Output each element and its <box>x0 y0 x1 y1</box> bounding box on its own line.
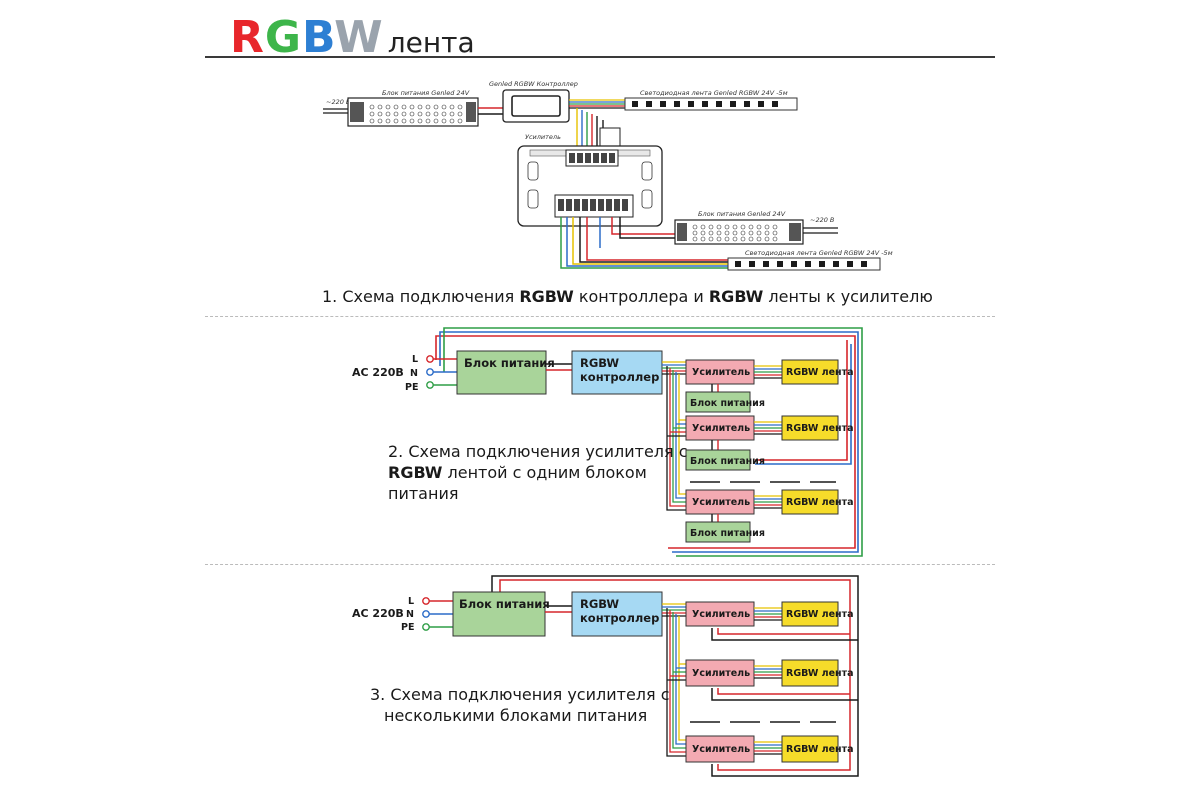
scheme3-l-label: L <box>408 596 414 607</box>
scheme1-psu-to-controller <box>478 107 503 115</box>
scheme3-signal-bus <box>662 603 686 757</box>
scheme2-psu-box <box>456 350 547 395</box>
scheme1-controller-to-strip <box>569 99 625 109</box>
title-letter-g: G <box>264 12 303 63</box>
scheme3-amp-label-1: Усилитель <box>692 609 750 620</box>
scheme2-terminals <box>426 355 434 389</box>
scheme3-strip-label-2: RGBW лента <box>786 668 854 679</box>
scheme2-row-3 <box>685 489 839 543</box>
scheme3-diagram: AC 220B L N PE Блок питания RGBW контрол… <box>352 575 859 777</box>
scheme3-controller-line2: контроллер <box>580 611 659 625</box>
scheme3-row-1 <box>685 601 839 627</box>
title-rgbw: RGBW <box>230 12 384 63</box>
scheme2-amp-label-3: Усилитель <box>692 497 750 508</box>
scheme2-n-label: N <box>410 368 418 379</box>
title-letter-r: R <box>230 12 265 63</box>
scheme1-amp-input-block <box>599 127 621 149</box>
scheme3-caption-line1: 3. Схема подключения усилителя с <box>370 685 670 704</box>
scheme3-n-label: N <box>406 609 414 620</box>
scheme3-controller-line1: RGBW <box>580 597 619 611</box>
scheme2-strip-label-1: RGBW лента <box>786 367 854 378</box>
scheme2-diagram: AC 220B L N PE Блок питания RGBW контрол… <box>352 327 863 557</box>
scheme1-controller-to-amp <box>576 108 604 150</box>
scheme1-amp-to-strip <box>560 217 728 269</box>
scheme1-mains-wires <box>323 108 348 114</box>
title-word: лента <box>387 26 475 59</box>
scheme2-terminal-wires <box>433 358 457 386</box>
scheme3-amp-label-3: Усилитель <box>692 744 750 755</box>
scheme3-caption-line2: несколькими блоками питания <box>384 706 648 725</box>
scheme2-row-2 <box>685 415 839 471</box>
scheme2-row-1 <box>685 359 839 413</box>
scheme1-strip <box>624 97 798 111</box>
page-title: RGBW лента <box>230 12 475 63</box>
scheme1-psu <box>347 97 479 127</box>
scheme3-mains-label: AC 220B <box>352 607 404 620</box>
scheme1-strip2-label: Светодиодная лента Genled RGBW 24V -5м <box>745 249 893 257</box>
scheme2-caption-line2-rest: лентой с одним блоком <box>442 463 647 482</box>
scheme1-mains-label: ~220 В <box>326 98 351 106</box>
scheme3-pe-label: PE <box>401 622 414 633</box>
scheme3-row-2 <box>685 659 839 687</box>
scheme2-psu-small-label-3: Блок питания <box>690 528 765 539</box>
scheme3-caption: 3. Схема подключения усилителя с несколь… <box>370 684 670 726</box>
scheme1-amplifier <box>517 145 663 227</box>
scheme1-mains2-wires <box>803 227 838 234</box>
scheme1-caption: 1. Схема подключения RGBW контроллера и … <box>322 286 933 307</box>
scheme1-controller-label: Genled RGBW Контроллер <box>489 80 578 88</box>
scheme1-psu-label: Блок питания Genled 24V <box>382 89 470 97</box>
scheme2-strip-label-3: RGBW лента <box>786 497 854 508</box>
scheme2-psu-small-label-2: Блок питания <box>690 456 765 467</box>
scheme1-strip-label: Светодиодная лента Genled RGBW 24V -5м <box>640 89 788 97</box>
divider-2 <box>205 564 995 565</box>
scheme2-caption: 2. Схема подключения усилителя с RGBW ле… <box>388 441 688 504</box>
scheme3-controller-box <box>571 591 663 637</box>
scheme2-controller-line1: RGBW <box>580 356 619 370</box>
scheme2-controller-line2: контроллер <box>580 370 659 384</box>
scheme2-caption-line3: питания <box>388 484 459 503</box>
scheme3-row-3 <box>685 735 839 763</box>
scheme1-caption-mid: контроллера и <box>573 287 709 306</box>
scheme3-bus-wires <box>491 575 859 777</box>
scheme2-signal-bus <box>662 361 686 511</box>
scheme1-amp-to-psu2 <box>611 217 675 239</box>
scheme2-l-label: L <box>412 354 418 365</box>
scheme1-controller <box>502 89 570 123</box>
scheme1-psu2 <box>674 219 804 245</box>
scheme2-controller-box <box>571 350 663 395</box>
scheme1-caption-b1: RGBW <box>519 287 574 306</box>
scheme3-strip-label-1: RGBW лента <box>786 609 854 620</box>
scheme1-diagram: ~220 В Блок питания Genled 24V Genled RG… <box>323 80 893 271</box>
scheme1-caption-b2: RGBW <box>708 287 764 306</box>
scheme2-caption-bold: RGBW <box>388 463 443 482</box>
scheme3-strip-label-3: RGBW лента <box>786 744 854 755</box>
scheme2-mains-label: AC 220B <box>352 366 404 379</box>
scheme2-caption-line1: 2. Схема подключения усилителя с <box>388 442 688 461</box>
scheme3-psu-box <box>452 591 546 637</box>
scheme3-terminals <box>422 597 430 631</box>
scheme1-caption-post: ленты к усилителю <box>763 287 933 306</box>
scheme2-pe-label: PE <box>405 382 418 393</box>
scheme1-caption-pre: 1. Схема подключения <box>322 287 520 306</box>
scheme2-amp-label-2: Усилитель <box>692 423 750 434</box>
title-letter-w: W <box>334 12 384 63</box>
title-letter-b: B <box>302 12 335 63</box>
scheme2-strip-label-2: RGBW лента <box>786 423 854 434</box>
scheme2-psu-label: Блок питания <box>464 356 555 370</box>
title-rule <box>205 56 995 58</box>
scheme1-amp-label: Усилитель <box>525 133 561 141</box>
scheme2-psu-small-label-1: Блок питания <box>690 398 765 409</box>
scheme2-amp-label-1: Усилитель <box>692 367 750 378</box>
scheme2-bus-wires <box>435 327 863 557</box>
scheme1-strip2 <box>727 257 881 271</box>
scheme3-amp-label-2: Усилитель <box>692 668 750 679</box>
scheme1-psu2-label: Блок питания Genled 24V <box>698 210 786 218</box>
scheme2-caption-line2: RGBW лентой с одним блоком <box>388 462 688 483</box>
scheme3-terminal-wires <box>429 600 453 628</box>
scheme1-mains2-label: ~220 В <box>810 216 835 224</box>
divider-1 <box>205 316 995 317</box>
scheme3-psu-label: Блок питания <box>459 597 550 611</box>
